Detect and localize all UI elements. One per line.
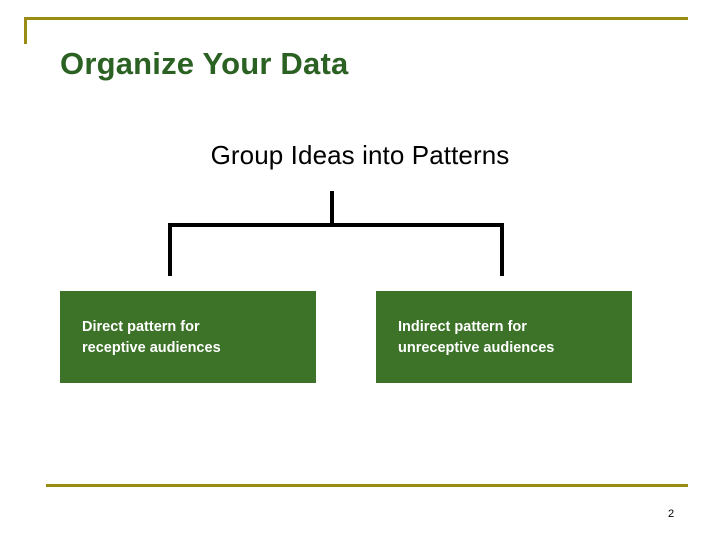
- direct-pattern-box: Direct pattern for receptive audiences: [60, 291, 316, 383]
- page-number: 2: [668, 508, 675, 520]
- connector-left-branch: [168, 223, 172, 276]
- direct-pattern-line-2: receptive audiences: [82, 339, 221, 356]
- slide-subtitle: Group Ideas into Patterns: [210, 140, 510, 170]
- direct-pattern-line-1: Direct pattern for: [82, 319, 200, 335]
- indirect-pattern-box: Indirect pattern for unreceptive audienc…: [376, 291, 632, 383]
- indirect-pattern-line-1: Indirect pattern for: [398, 319, 527, 335]
- page-title: Organize Your Data: [60, 46, 349, 81]
- bottom-divider-rule: [46, 484, 688, 487]
- connector-stem: [330, 191, 334, 223]
- indirect-pattern-line-2: unreceptive audiences: [398, 339, 555, 356]
- connector-right-branch: [500, 223, 504, 276]
- top-left-corner-tick: [24, 17, 27, 44]
- top-divider-rule: [24, 17, 688, 20]
- connector-horizontal: [168, 223, 504, 227]
